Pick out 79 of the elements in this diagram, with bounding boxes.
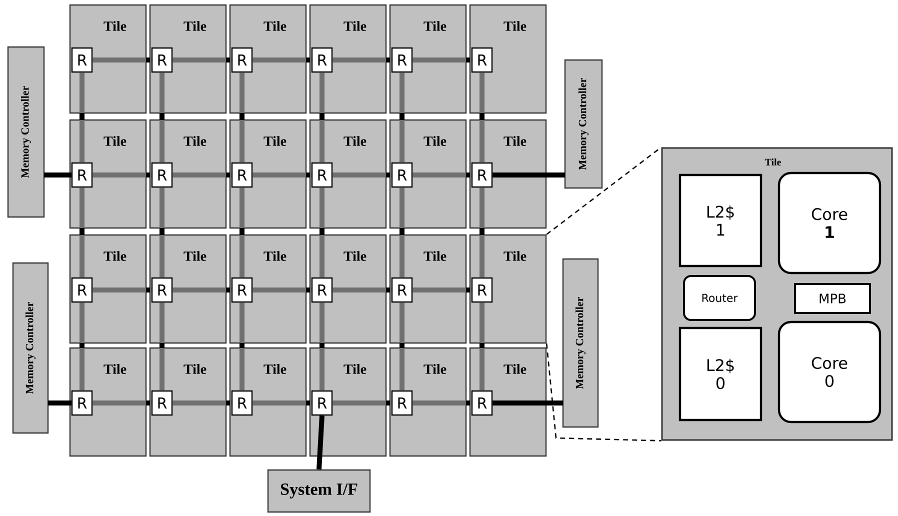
dashed-line [546,344,662,442]
mesh-link [80,302,84,390]
mesh-link [80,188,84,278]
core-box: Core 0 [778,320,882,424]
mesh-link [400,302,404,390]
link [492,172,565,178]
router-box: R [151,277,173,303]
mesh-link [172,400,232,406]
router-box: R [151,47,173,73]
mesh-link [160,302,164,390]
link [48,400,72,406]
mesh-link [412,58,472,62]
router-box: R [391,277,413,303]
mesh-link [252,58,312,62]
mesh-link [400,72,404,162]
mesh-link [332,400,392,406]
router-box: R [231,277,253,303]
mesh-link [92,172,152,178]
router-box: R [231,47,253,73]
controller-box: Memory Controller [562,258,599,428]
core-box: Core 1 [778,172,882,274]
mesh-link [160,188,164,278]
controller-box: Memory Controller [12,262,49,434]
mesh-link [160,72,164,162]
mesh-link [240,302,244,390]
mesh-link [480,72,484,162]
router-box: R [311,390,333,416]
router-box: R [71,162,93,188]
mesh-link [252,172,312,178]
mesh-link [320,72,324,162]
mesh-link [92,288,152,292]
router-box: R [151,390,173,416]
mesh-link [320,302,324,390]
mesh-link [412,400,472,406]
mesh-link [480,302,484,390]
controller-box: Memory Controller [564,59,603,189]
mesh-link [240,72,244,162]
router-box: R [391,47,413,73]
link [316,415,324,470]
mesh-link [412,172,472,178]
interface-box: System I/F [267,469,371,513]
mesh-link [332,172,392,178]
mesh-link [240,188,244,278]
router-box: R [391,390,413,416]
mesh-link [92,400,152,406]
router-box: R [71,390,93,416]
mesh-link [332,288,392,292]
cache-box: L2$ 0 [678,326,762,422]
router-box: R [471,277,493,303]
router-box: R [311,47,333,73]
router-box: R [311,277,333,303]
mesh-link [172,58,232,62]
buffer-box: MPB [794,283,871,314]
mesh-link [80,72,84,162]
router-box: R [471,47,493,73]
mesh-link [172,172,232,178]
controller-box: Memory Controller [7,46,45,218]
router-box: R [471,390,493,416]
mesh-link [480,188,484,278]
mesh-link [92,58,152,62]
mesh-link [412,288,472,292]
mesh-link [252,400,312,406]
router-box: R [71,47,93,73]
link [492,400,563,406]
router-box: R [231,390,253,416]
router-box: Router [683,275,756,321]
router-box: R [391,162,413,188]
router-box: R [471,162,493,188]
router-box: R [231,162,253,188]
mesh-link [400,188,404,278]
mesh-link [252,288,312,292]
mesh-link [332,58,392,62]
link [44,172,72,178]
router-box: R [151,162,173,188]
cache-box: L2$ 1 [678,174,762,268]
mesh-link [320,188,324,278]
mesh-link [172,288,232,292]
router-box: R [71,277,93,303]
router-box: R [311,162,333,188]
